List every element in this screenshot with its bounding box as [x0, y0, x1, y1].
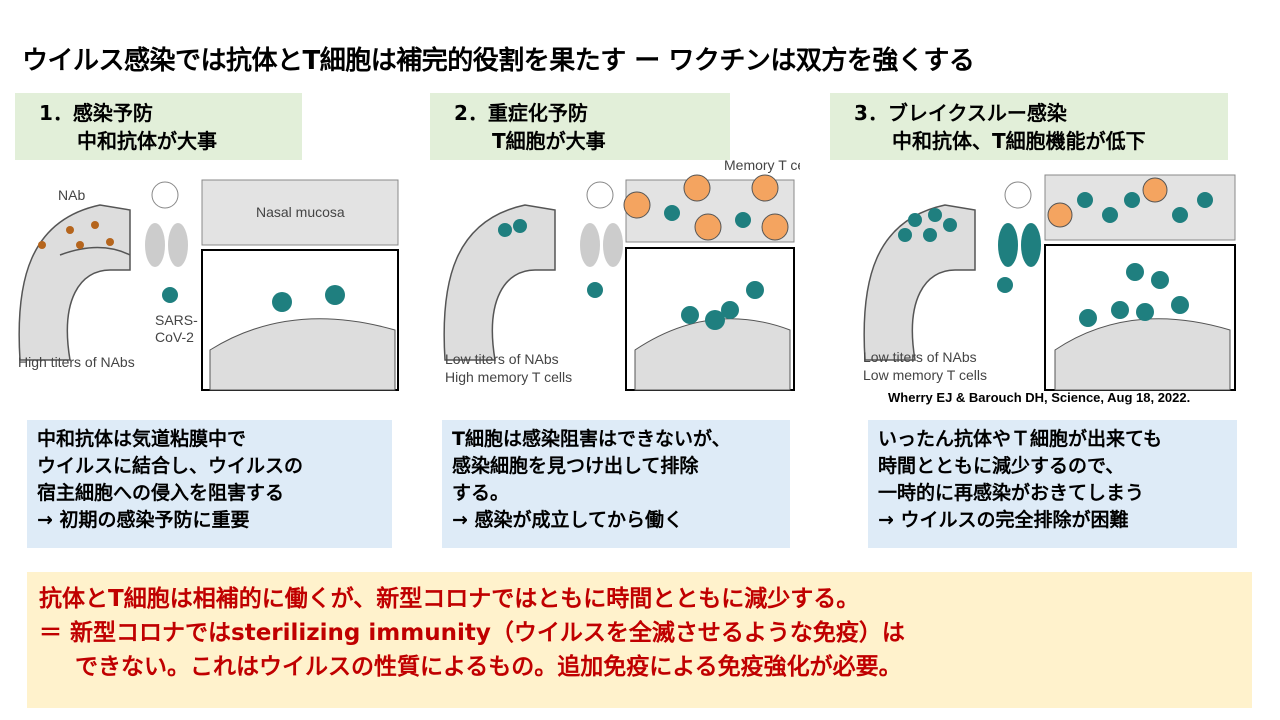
panel-2-description: T細胞は感染阻害はできないが、 感染細胞を見つけ出して排除 する。 → 感染が成…	[442, 420, 790, 548]
virus-label-1: SARS-	[155, 312, 198, 328]
panel-3-header: 3．ブレイクスルー感染 中和抗体、T細胞機能が低下	[830, 93, 1228, 160]
head-diagram	[443, 204, 556, 361]
lungs-icon	[580, 181, 623, 267]
summary-line: できない。これはウイルスの性質によるもの。追加免疫による免疫強化が必要。	[75, 654, 902, 680]
panel-2-heading: 2．重症化予防	[454, 101, 588, 125]
caption-2: Low memory T cells	[863, 367, 987, 383]
summary-line: ＝ 新型コロナではsterilizing immunity（ウイルスを全滅させる…	[39, 620, 905, 646]
panel-3-illustration: Low titers of NAbs Low memory T cells	[863, 174, 1236, 391]
t-cells	[623, 174, 789, 241]
desc-line: 感染細胞を見つけ出して排除	[452, 455, 699, 477]
head-diagram	[863, 204, 976, 361]
panel-3-subheading: 中和抗体、T細胞機能が低下	[892, 129, 1146, 153]
desc-line: 宿主細胞への侵入を阻害する	[37, 482, 285, 504]
panel-3-description: いったん抗体やＴ細胞が出来ても 時間とともに減少するので、 一時的に再感染がおき…	[868, 420, 1237, 548]
head-diagram	[18, 204, 131, 361]
memory-t-cell-label: Memory T cell	[724, 160, 800, 173]
virus-icon	[325, 285, 345, 305]
summary-line: 抗体とT細胞は相補的に働くが、新型コロナではともに時間とともに減少する。	[39, 586, 860, 612]
lungs-icon	[145, 181, 188, 267]
slide-title: ウイルス感染では抗体とT細胞は補完的役割を果たす ー ワクチンは双方を強くする	[22, 46, 975, 76]
desc-line: ウイルスに結合し、ウイルスの	[37, 455, 304, 477]
desc-line: 中和抗体は気道粘膜中で	[37, 428, 247, 450]
panel-1-subheading: 中和抗体が大事	[77, 129, 217, 153]
panel-1-description: 中和抗体は気道粘膜中で ウイルスに結合し、ウイルスの 宿主細胞への侵入を阻害する…	[27, 420, 392, 548]
virus-icon	[997, 277, 1013, 293]
virus-icon	[272, 292, 292, 312]
virus-icon	[162, 287, 178, 303]
antibodies	[38, 221, 114, 249]
desc-line: → ウイルスの完全排除が困難	[878, 509, 1129, 531]
panel-2-subheading: T細胞が大事	[492, 129, 606, 153]
desc-line: → 感染が成立してから働く	[452, 509, 683, 531]
desc-line: する。	[452, 482, 510, 504]
panel-1-header: 1．感染予防 中和抗体が大事	[15, 93, 302, 160]
panel-1-illustration: NAb SARS- CoV-2 High titers of NAbs Nasa…	[18, 179, 399, 391]
caption-1: High titers of NAbs	[18, 354, 135, 370]
desc-line: 一時的に再感染がおきてしまう	[878, 482, 1145, 504]
caption-1: Low titers of NAbs	[445, 351, 559, 367]
panel-1-heading: 1．感染予防	[39, 101, 153, 125]
mucosa-label: Nasal mucosa	[256, 204, 345, 220]
nasal-mucosa	[201, 179, 399, 246]
desc-line: いったん抗体やＴ細胞が出来ても	[878, 428, 1163, 450]
citation: Wherry EJ & Barouch DH, Science, Aug 18,…	[888, 390, 1191, 405]
panel-3-heading: 3．ブレイクスルー感染	[854, 101, 1067, 125]
summary-box: 抗体とT細胞は相補的に働くが、新型コロナではともに時間とともに減少する。 ＝ 新…	[27, 572, 1252, 708]
panel-2-illustration: Low titers of NAbs High memory T cells M…	[443, 160, 800, 391]
lungs-icon	[998, 181, 1041, 267]
caption-2: High memory T cells	[445, 369, 572, 385]
panel-2-header: 2．重症化予防 T細胞が大事	[430, 93, 730, 160]
virus-icon	[587, 282, 603, 298]
caption-1: Low titers of NAbs	[863, 349, 977, 365]
nab-label: NAb	[58, 187, 85, 203]
virus-label-2: CoV-2	[155, 329, 194, 345]
desc-line: → 初期の感染予防に重要	[37, 509, 250, 531]
desc-line: T細胞は感染阻害はできないが、	[452, 428, 731, 450]
desc-line: 時間とともに減少するので、	[878, 455, 1125, 477]
